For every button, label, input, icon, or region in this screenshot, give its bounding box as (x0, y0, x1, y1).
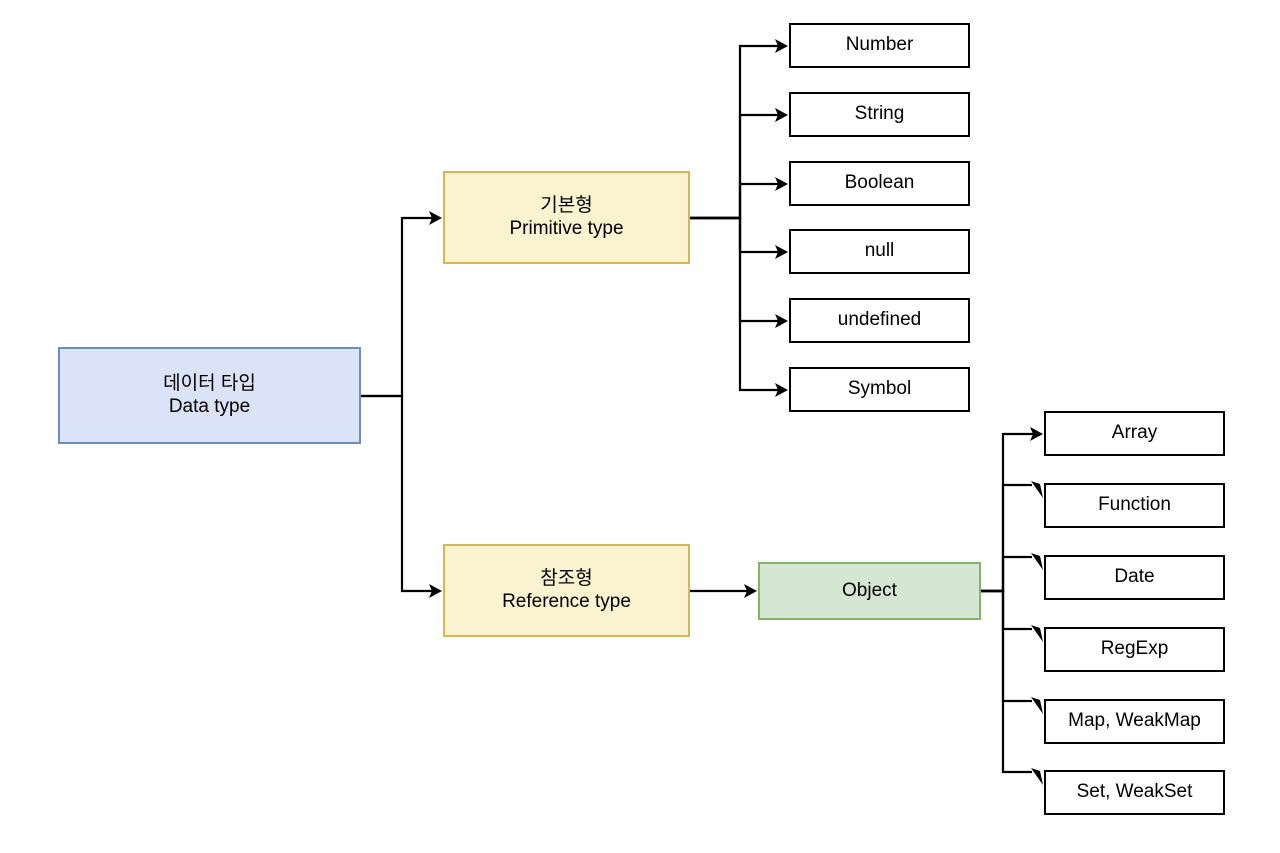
arrowhead-obj-regexp (1031, 625, 1043, 642)
node-label-function: Function (1098, 494, 1171, 516)
arrowhead-prim-undefined (775, 314, 788, 328)
arrowhead-obj-setweak (1031, 768, 1043, 785)
arrowhead-obj-date (1031, 553, 1043, 570)
node-label-null: null (864, 240, 895, 262)
edge-root-primitive (361, 216, 432, 398)
node-regexp[interactable]: RegExp (1044, 627, 1225, 672)
arrowhead-prim-boolean (775, 177, 788, 191)
node-label-reference: 참조형 Reference type (502, 568, 631, 612)
node-undefined[interactable]: undefined (789, 298, 970, 343)
arrowhead-group (429, 39, 1043, 785)
node-function[interactable]: Function (1044, 483, 1225, 528)
arrowhead-ref-object (744, 584, 757, 598)
node-label-object: Object (842, 579, 897, 601)
arrowhead-prim-symbol (775, 383, 788, 397)
node-label-mapweak: Map, WeakMap (1068, 710, 1201, 732)
node-primitive[interactable]: 기본형 Primitive type (443, 171, 690, 264)
node-null[interactable]: null (789, 229, 970, 274)
node-string[interactable]: String (789, 92, 970, 137)
arrowhead-prim-string (775, 108, 788, 122)
edge-prim-string (690, 113, 778, 220)
node-label-symbol: Symbol (847, 378, 912, 400)
edge-obj-setweak (981, 589, 1032, 774)
node-label-primitive: 기본형 Primitive type (509, 195, 624, 239)
arrowhead-obj-mapweak (1031, 697, 1043, 714)
edge-obj-regexp (981, 589, 1032, 631)
edge-prim-symbol (690, 216, 778, 392)
node-label-date: Date (1114, 566, 1155, 588)
edge-obj-date (981, 555, 1032, 593)
edge-obj-function (981, 483, 1032, 593)
edge-root-reference (361, 394, 432, 593)
node-label-regexp: RegExp (1100, 638, 1169, 660)
edge-obj-array (981, 432, 1033, 593)
arrowhead-obj-function (1031, 481, 1043, 498)
edge-prim-boolean (690, 182, 778, 220)
node-label-boolean: Boolean (844, 172, 915, 194)
node-label-number: Number (845, 34, 914, 56)
node-setweak[interactable]: Set, WeakSet (1044, 770, 1225, 815)
arrowhead-prim-number (775, 39, 788, 53)
edge-prim-null (690, 216, 778, 254)
edge-prim-undefined (690, 216, 778, 323)
node-number[interactable]: Number (789, 23, 970, 68)
node-mapweak[interactable]: Map, WeakMap (1044, 699, 1225, 744)
node-reference[interactable]: 참조형 Reference type (443, 544, 690, 637)
node-object[interactable]: Object (758, 562, 981, 620)
arrowhead-root-reference (429, 584, 442, 598)
edge-obj-mapweak (981, 589, 1032, 703)
node-label-array: Array (1111, 422, 1158, 444)
node-symbol[interactable]: Symbol (789, 367, 970, 412)
node-label-root: 데이터 타입 Data type (163, 373, 256, 417)
arrowhead-prim-null (775, 245, 788, 259)
edge-prim-number (690, 44, 778, 220)
arrowhead-obj-array (1030, 427, 1043, 441)
node-root[interactable]: 데이터 타입 Data type (58, 347, 361, 444)
node-label-undefined: undefined (837, 309, 922, 331)
node-date[interactable]: Date (1044, 555, 1225, 600)
node-label-string: String (854, 103, 905, 125)
arrowhead-root-primitive (429, 211, 442, 225)
node-array[interactable]: Array (1044, 411, 1225, 456)
node-boolean[interactable]: Boolean (789, 161, 970, 206)
node-label-setweak: Set, WeakSet (1076, 781, 1193, 803)
